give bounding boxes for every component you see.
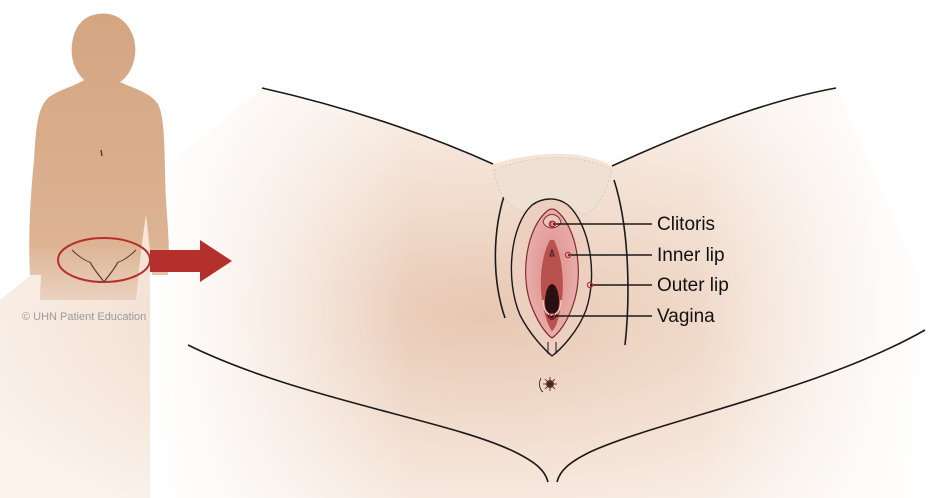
label-outer-lip: Outer lip bbox=[657, 275, 729, 296]
callout-dot-vagina bbox=[548, 312, 556, 320]
pubic-hair bbox=[493, 157, 613, 216]
right-thigh-line bbox=[611, 87, 837, 167]
pelvis-view bbox=[0, 80, 930, 498]
right-groin-line bbox=[613, 179, 629, 346]
right-buttock-line bbox=[556, 329, 926, 483]
arrow-right-icon bbox=[150, 240, 232, 282]
left-fade bbox=[150, 80, 410, 498]
callouts bbox=[548, 220, 652, 320]
label-vagina: Vagina bbox=[657, 306, 715, 327]
left-groin-line bbox=[494, 189, 507, 319]
vaginal-opening bbox=[545, 284, 559, 320]
anus bbox=[539, 377, 557, 393]
perineum-line bbox=[547, 342, 557, 354]
label-clitoris: Clitoris bbox=[657, 214, 716, 235]
figure-spine bbox=[100, 149, 103, 157]
copyright-credit: © UHN Patient Education bbox=[22, 311, 147, 323]
figure-hip-left bbox=[71, 249, 91, 263]
label-inner-lip: Inner lip bbox=[657, 245, 725, 266]
urethra bbox=[549, 248, 555, 257]
figure-hip-right bbox=[117, 249, 137, 263]
figure-body bbox=[29, 13, 169, 300]
left-buttock-line bbox=[187, 344, 549, 483]
callout-dot-outer-lip bbox=[586, 281, 594, 289]
hymen-ring bbox=[542, 299, 562, 316]
callout-dot-clitoris bbox=[549, 220, 557, 228]
left-thigh-line bbox=[261, 87, 494, 165]
callout-dot-inner-lip bbox=[564, 251, 572, 259]
right-fade bbox=[700, 80, 930, 498]
